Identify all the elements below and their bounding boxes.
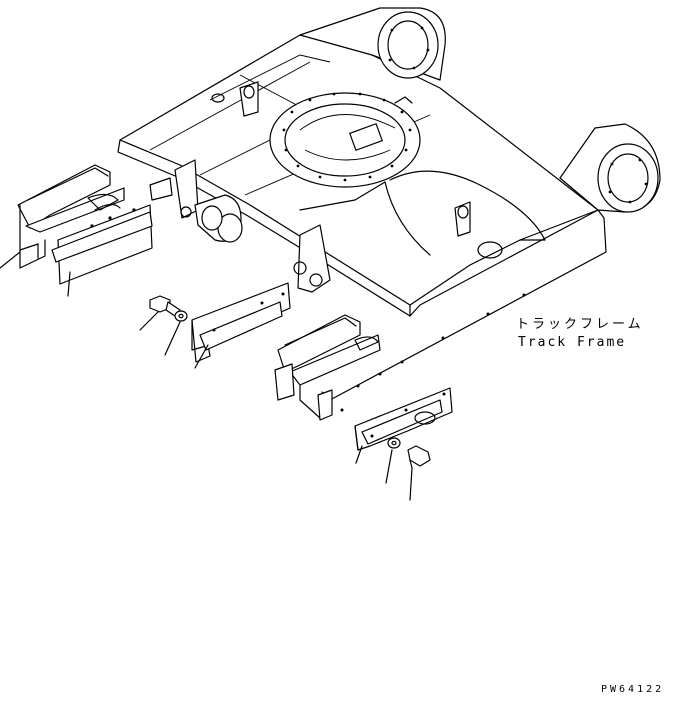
swing-circle-ring (269, 92, 421, 188)
rear-roller-housing (299, 7, 446, 81)
leader-line-7 (385, 449, 393, 484)
leader-line-3 (139, 311, 159, 331)
track-guide-bracket (191, 282, 291, 363)
front-idler-housing (559, 123, 661, 213)
leader-line-8 (409, 467, 413, 501)
leader-line-5 (194, 344, 209, 369)
left-track-guide-assembly (17, 164, 153, 285)
right-track-guide-assembly (274, 314, 381, 421)
washer-left (174, 310, 188, 322)
part-name-japanese: トラックフレーム (516, 317, 644, 332)
leader-line-6 (355, 445, 363, 464)
leader-line-1 (0, 251, 21, 269)
figure-code: PW64122 (601, 684, 665, 695)
leader-line-2 (67, 271, 71, 297)
rail-bolt-holes (340, 293, 526, 412)
callout-leaders (0, 251, 413, 501)
bolt-right (407, 445, 431, 469)
part-name-english: Track Frame (518, 335, 627, 350)
lower-guide-bracket (354, 387, 453, 451)
washer-right (387, 437, 401, 449)
deck-bosses (211, 81, 503, 259)
leader-line-4 (164, 321, 181, 356)
centre-lugs (149, 159, 331, 293)
